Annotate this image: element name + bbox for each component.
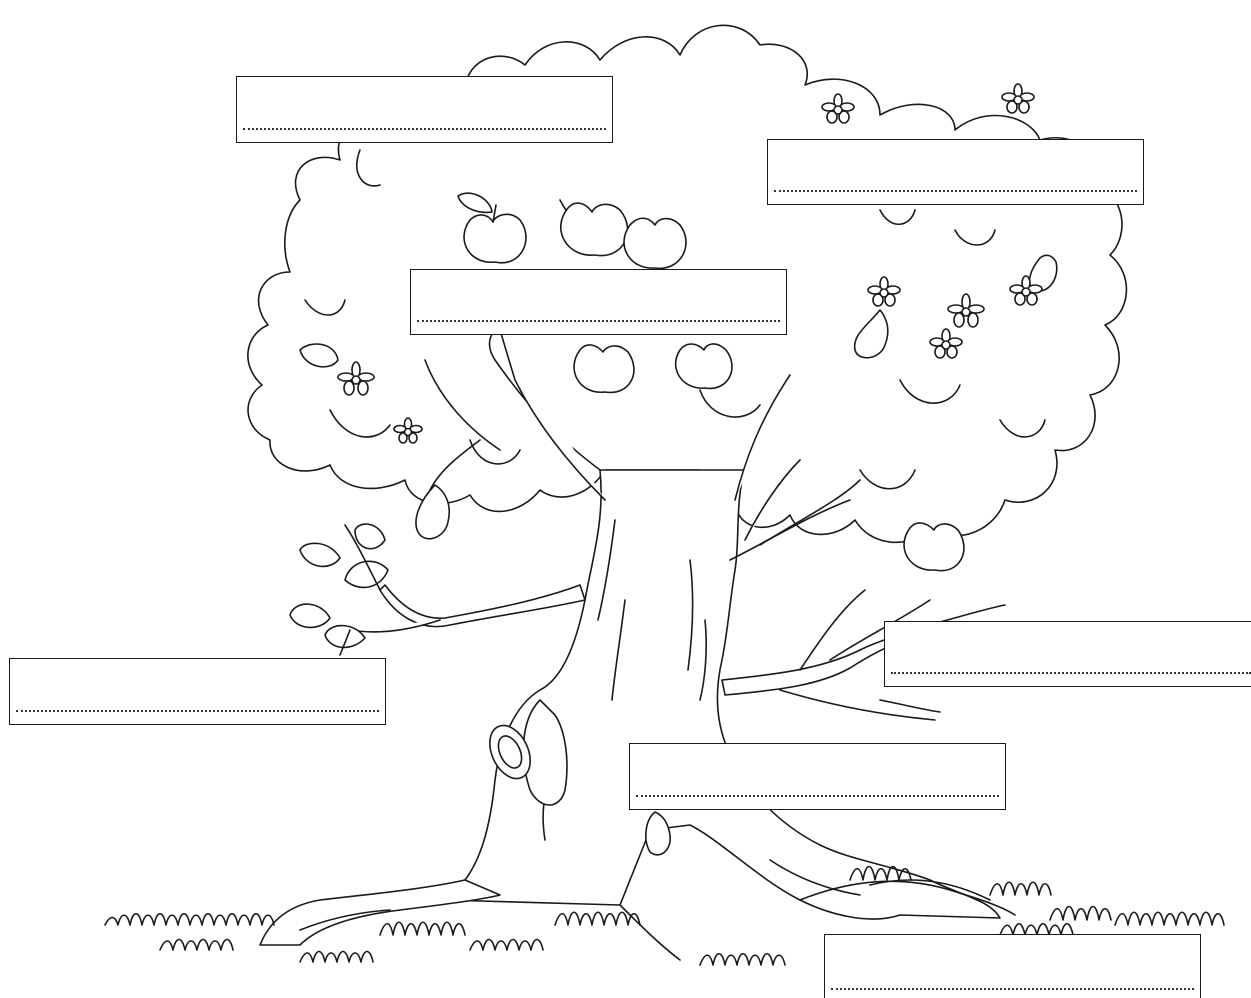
label-box-top-right-crown[interactable] <box>767 139 1144 205</box>
dotted-write-line <box>243 128 606 130</box>
label-box-left-branch[interactable] <box>9 658 386 725</box>
label-box-right-branch[interactable] <box>884 621 1251 687</box>
label-box-top-left-crown[interactable] <box>236 76 613 143</box>
label-box-middle-crown[interactable] <box>410 269 787 335</box>
dotted-write-line <box>891 672 1251 674</box>
label-box-trunk[interactable] <box>629 743 1006 810</box>
dotted-write-line <box>831 988 1194 990</box>
label-box-roots[interactable] <box>824 934 1201 998</box>
left-branch-drawing <box>290 524 585 655</box>
dotted-write-line <box>417 320 780 322</box>
dotted-write-line <box>774 190 1137 192</box>
dotted-write-line <box>16 710 379 712</box>
dotted-write-line <box>636 795 999 797</box>
